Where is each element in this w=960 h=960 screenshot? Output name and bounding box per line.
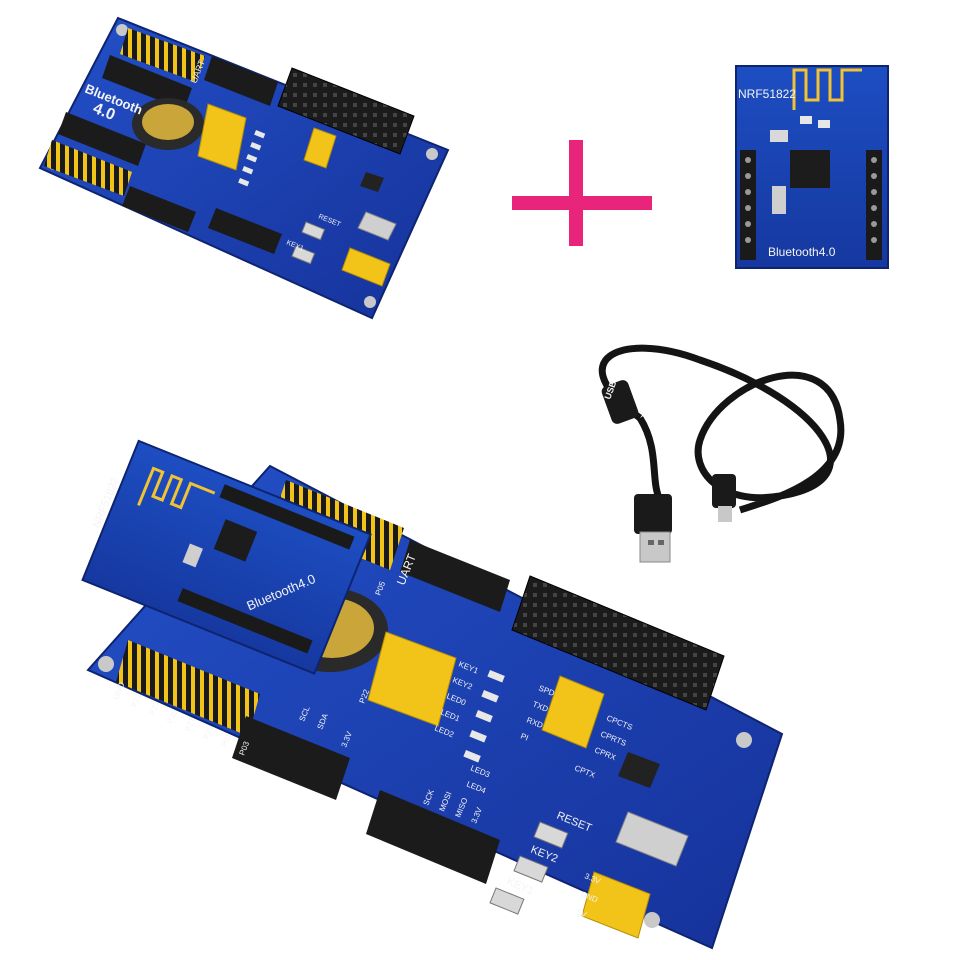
usb-cable: USB	[598, 344, 845, 563]
plugged-bluetooth-module: NRF51822 Bluetooth4.0	[81, 439, 372, 675]
usb-a-plug-body	[634, 494, 672, 534]
led	[238, 177, 250, 187]
module-footer-label: Bluetooth4.0	[768, 245, 836, 259]
led	[475, 710, 493, 723]
socket	[400, 540, 510, 612]
jumper-block	[197, 103, 247, 171]
mini-usb-plug-metal	[718, 506, 732, 522]
socket	[208, 208, 282, 254]
pin-header	[44, 140, 132, 196]
mount-hole	[644, 912, 660, 928]
usb-socket	[615, 811, 689, 867]
button-reset[interactable]	[301, 221, 326, 241]
smd-component	[770, 130, 788, 142]
plugged-module-pins-bottom	[177, 588, 313, 654]
jumper-block	[367, 631, 457, 727]
smd-component	[818, 120, 830, 128]
mount-hole	[98, 656, 114, 672]
jumper-block	[581, 871, 651, 939]
cable-wire	[636, 416, 664, 502]
jumper-block	[303, 127, 337, 169]
usb-a-plug-metal	[639, 531, 671, 563]
button-key[interactable]	[291, 245, 316, 265]
mount-hole	[364, 296, 376, 308]
mount-hole	[736, 732, 752, 748]
usb-socket	[357, 211, 397, 241]
led	[246, 153, 258, 163]
mcu-chip	[618, 752, 660, 788]
socket	[232, 716, 350, 800]
bluetooth-module: NRF51822 Bluetooth4.0	[735, 65, 889, 269]
pin-header	[116, 640, 260, 736]
button-key1[interactable]	[489, 887, 525, 915]
smd-component	[800, 116, 812, 124]
plugged-module-antenna	[137, 466, 216, 510]
plus-sign-glyph: +	[582, 217, 583, 219]
plus-bar-vertical	[569, 140, 583, 246]
jumper-block	[341, 247, 391, 287]
pin-header	[120, 28, 205, 82]
module-chip-label: NRF51822	[738, 87, 796, 101]
antenna-trace	[792, 68, 862, 110]
socket	[58, 112, 146, 166]
socket	[366, 790, 500, 884]
plugged-module-pcb	[81, 439, 372, 675]
idc-connector	[511, 575, 725, 711]
socket	[204, 56, 278, 106]
module-chip	[790, 150, 830, 188]
mcu-chip	[360, 172, 384, 192]
mini-usb-plug-body	[712, 474, 736, 508]
assembled-dev-board: UART GND P21 P23 P25 P27 P29 P01 P03 SCL…	[81, 439, 784, 950]
led	[242, 165, 254, 175]
button-reset[interactable]	[533, 821, 569, 849]
power-label: 5V	[575, 908, 588, 920]
pin-label-left: GND	[112, 681, 127, 701]
mount-hole	[116, 24, 128, 36]
signal-label: PI	[519, 732, 529, 743]
top-dev-board: Bluetooth 4.0 UART RESET KEY1	[38, 16, 450, 320]
idc-connector	[277, 67, 415, 155]
plugged-module-pins-top	[219, 484, 355, 550]
jumper-block	[541, 675, 605, 749]
led	[481, 690, 499, 703]
socket	[122, 186, 196, 232]
socket	[102, 55, 192, 110]
ferrite-bead	[601, 380, 639, 424]
led	[469, 730, 487, 743]
led	[463, 750, 481, 763]
led	[250, 142, 262, 151]
crystal	[772, 186, 786, 214]
mount-hole	[426, 148, 438, 160]
plus-sign	[512, 140, 652, 246]
led	[254, 130, 266, 139]
button-key2[interactable]	[513, 855, 549, 883]
coin-cell	[142, 104, 194, 140]
plugged-module-chip	[213, 519, 258, 562]
led	[487, 670, 505, 683]
plugged-module-crystal	[182, 543, 203, 568]
